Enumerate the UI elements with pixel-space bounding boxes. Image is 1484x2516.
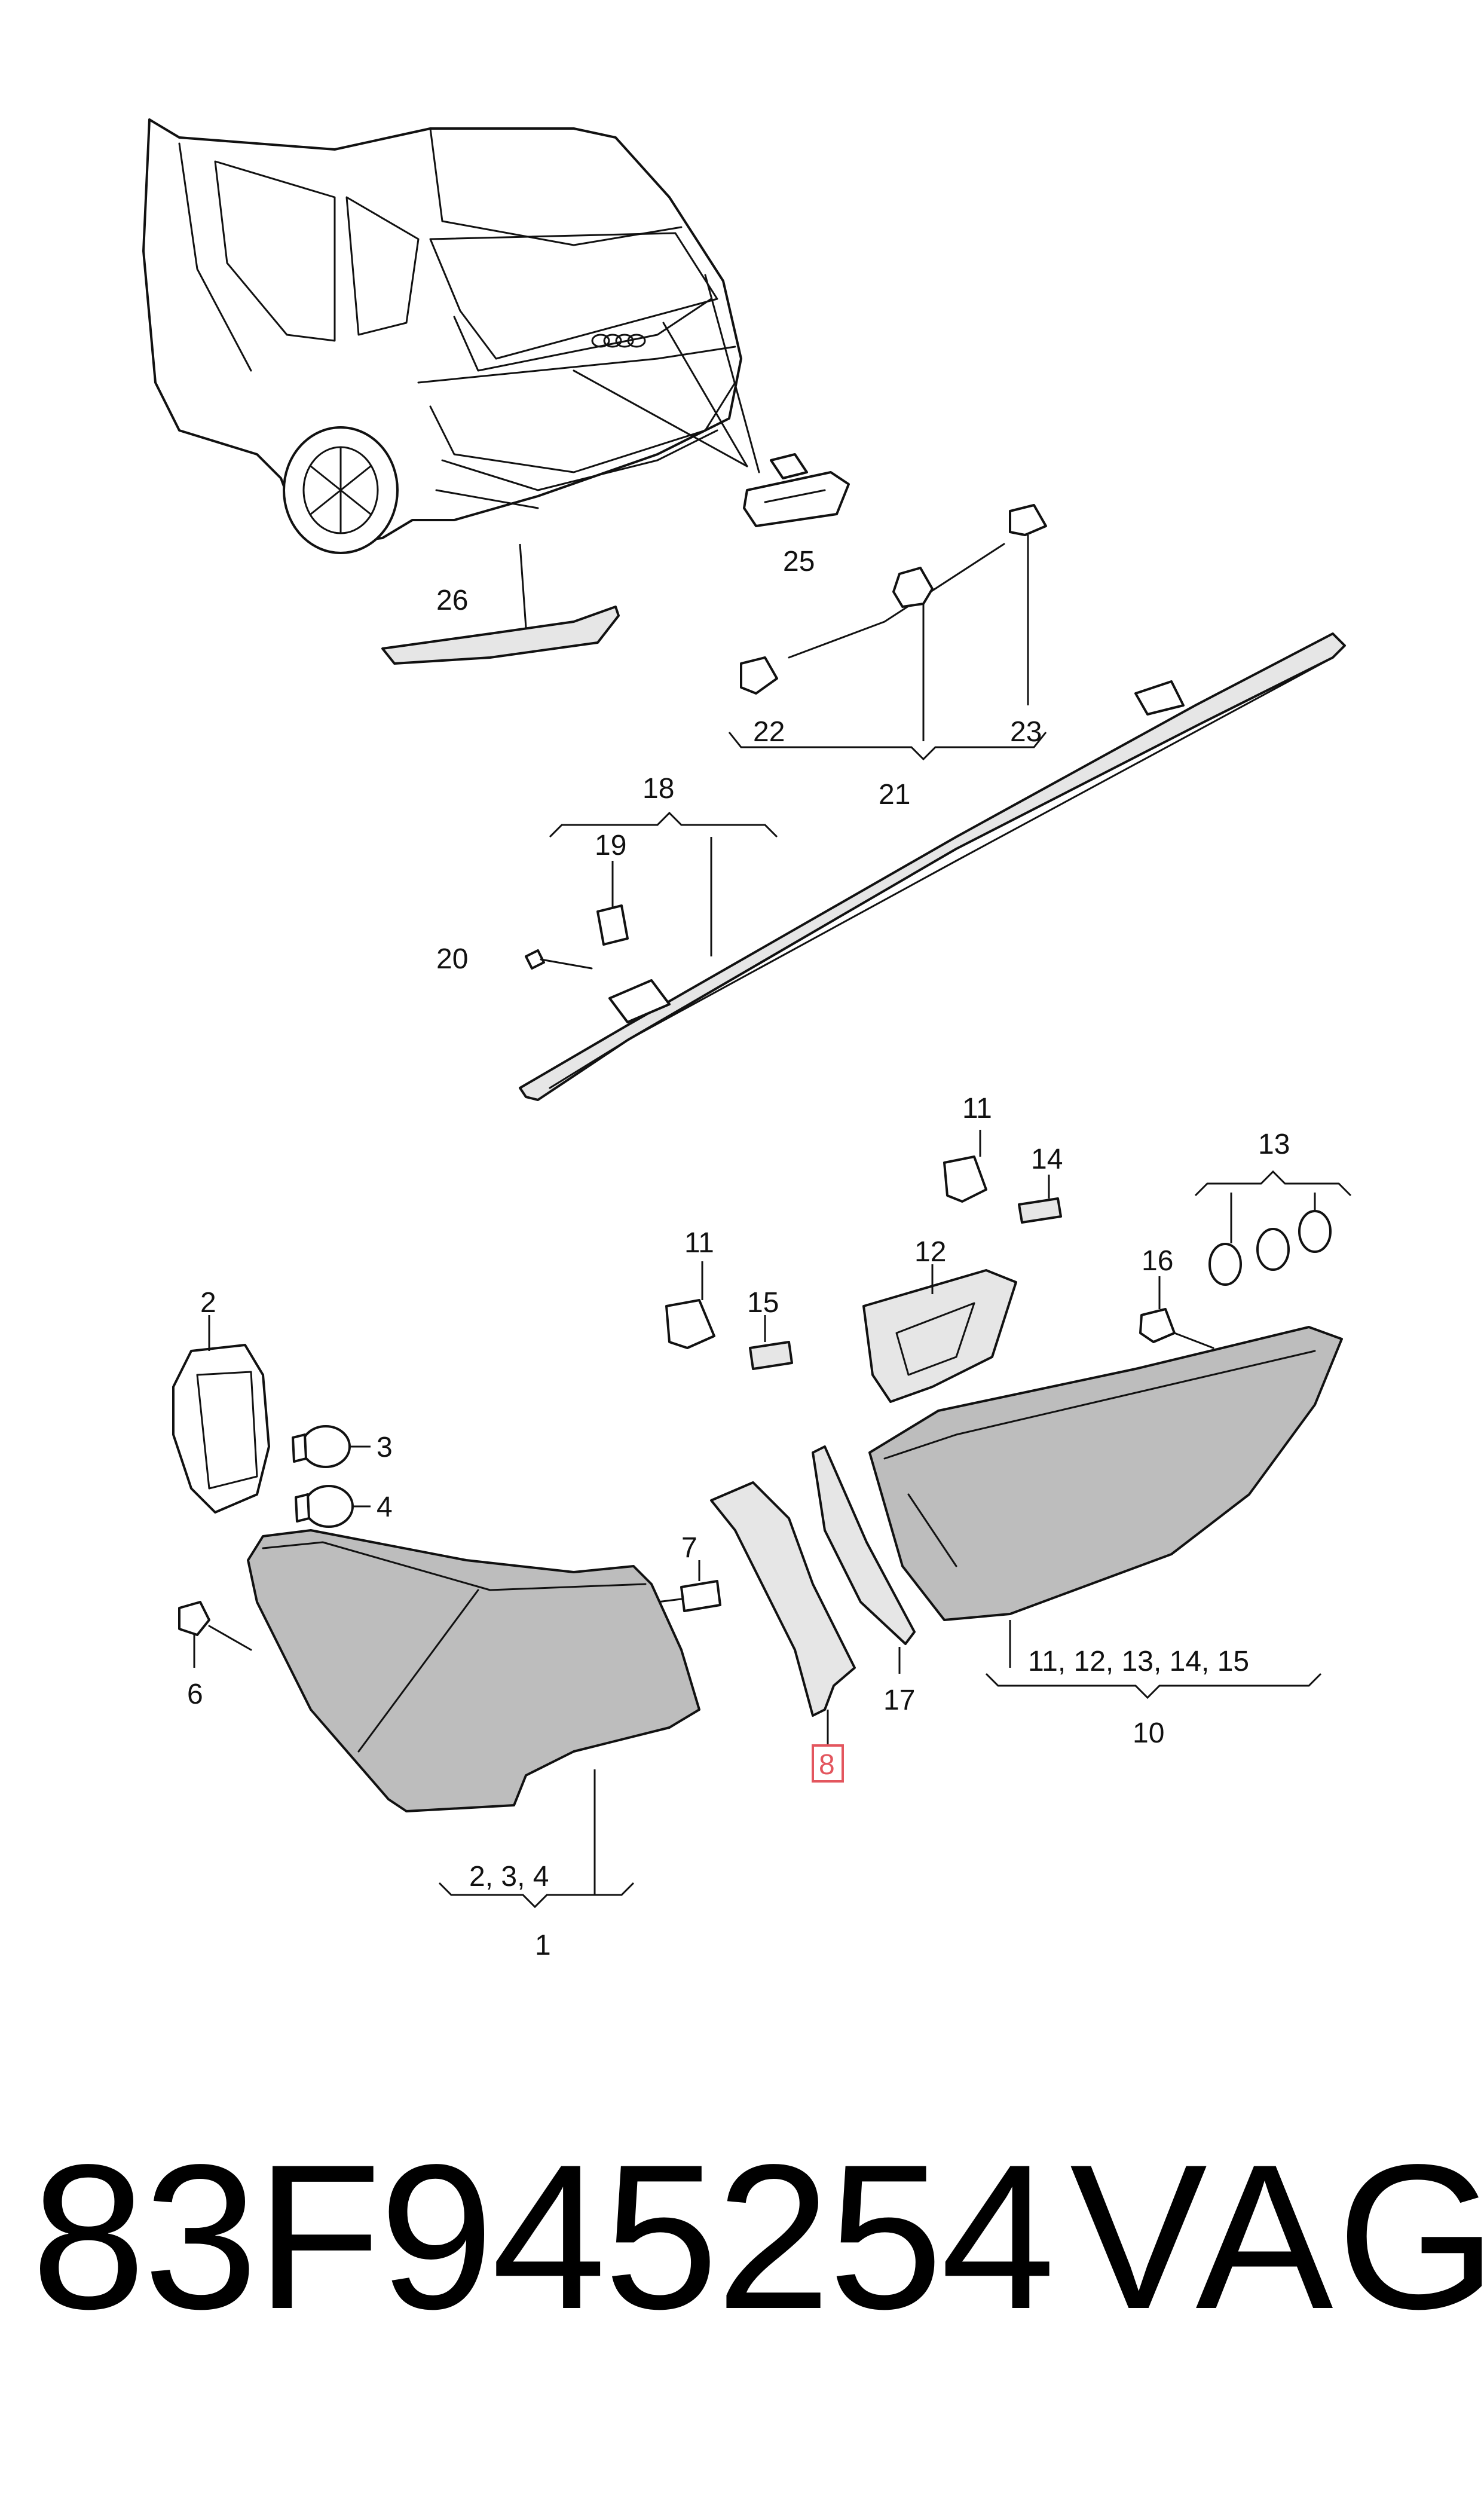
part-14-bulb: 14 — [1018, 1144, 1063, 1224]
callout-7: 7 — [681, 1532, 697, 1564]
exploded-view-drawing: 26 25 22 23 21 18 19 20 — [142, 118, 1352, 1961]
callout-15: 15 — [747, 1287, 779, 1319]
part-26-trim-strip: 26 — [381, 543, 620, 665]
part-15-bulb: 15 — [747, 1287, 793, 1370]
part-21-cable-assembly: 22 23 21 — [728, 504, 1047, 811]
part-1-outer-tail-lamp: 2, 3, 4 1 — [247, 1529, 700, 1961]
callout-8: 8 — [819, 1749, 835, 1781]
brand-text: VAG — [1070, 2122, 1484, 2352]
part-12-reflector: 12 — [862, 1236, 1017, 1403]
callout-19: 19 — [595, 830, 626, 861]
part-16-nut: 16 — [1139, 1245, 1214, 1349]
callout-1: 1 — [535, 1930, 551, 1961]
part-7-screw: 7 — [656, 1532, 721, 1612]
callout-11-lower: 11 — [684, 1227, 714, 1259]
callout-11-upper: 11 — [962, 1093, 992, 1124]
part-13-seals: 13 — [1194, 1129, 1352, 1286]
part-25-license-lamp: 25 — [743, 453, 850, 577]
callout-16: 16 — [1142, 1245, 1173, 1277]
part-2-bulb-holder: 2 — [172, 1287, 270, 1514]
callout-23: 23 — [1010, 716, 1042, 748]
part-10-inner-tail-lamp: 11, 12, 13, 14, 15 10 — [868, 1326, 1343, 1749]
part-17-strip: 17 — [812, 1445, 916, 1716]
part-4-bulb: 4 — [295, 1485, 393, 1528]
callout-14: 14 — [1031, 1144, 1063, 1175]
part-11-bulb-socket-lower: 11 — [665, 1227, 715, 1349]
vehicle-rear-illustration — [142, 118, 760, 554]
callout-10: 10 — [1133, 1717, 1164, 1749]
callout-3: 3 — [377, 1432, 393, 1463]
callout-21: 21 — [879, 779, 910, 811]
part-number-text: 83F945254 — [31, 2122, 1055, 2352]
callout-13: 13 — [1258, 1129, 1290, 1160]
callout-2: 2 — [200, 1287, 216, 1319]
highlight-box-8 — [812, 1744, 844, 1783]
callout-group-1: 2, 3, 4 — [469, 1861, 549, 1893]
part-11-bulb-socket-upper: 11 — [943, 1093, 992, 1203]
callout-17: 17 — [883, 1685, 915, 1716]
callout-4: 4 — [377, 1491, 393, 1523]
part-8-cover: 8 — [710, 1481, 856, 1783]
callout-18: 18 — [642, 773, 674, 805]
part-3-bulb: 3 — [292, 1425, 393, 1468]
callout-group-10: 11, 12, 13, 14, 15 — [1028, 1646, 1249, 1677]
part-6-clip: 6 — [178, 1601, 252, 1710]
callout-6: 6 — [187, 1679, 203, 1710]
callout-22: 22 — [753, 716, 785, 748]
callout-20: 20 — [436, 943, 468, 975]
callout-25: 25 — [783, 546, 815, 577]
callout-26: 26 — [436, 585, 468, 616]
part-18-light-strip: 18 19 20 — [436, 632, 1346, 1101]
callout-12: 12 — [914, 1236, 946, 1268]
